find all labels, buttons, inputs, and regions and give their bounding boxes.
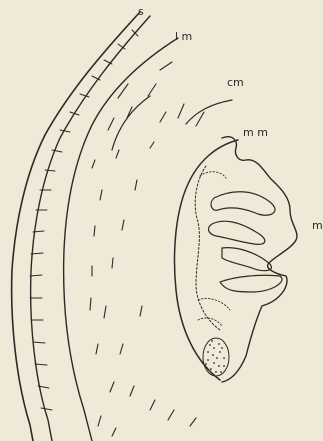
outer-wall-outer-contour	[12, 12, 140, 441]
muscle-fibre-marks	[90, 62, 204, 436]
crypt-outlines	[198, 172, 230, 326]
mucosal-fold-1	[211, 192, 275, 216]
label-m: m	[312, 219, 323, 232]
longitudinal-muscle-boundary	[64, 38, 178, 441]
mucosal-fold-2	[209, 221, 265, 244]
label-lm: l m	[175, 30, 192, 43]
mucosal-fold-4	[220, 275, 282, 292]
wall-texture-marks	[30, 30, 138, 410]
circular-muscle-inner-boundary	[112, 96, 232, 150]
mucosa-inner-line	[195, 166, 220, 330]
lymphoid-nodule-stipple	[203, 338, 229, 376]
mucosa-outline	[222, 137, 297, 382]
outer-wall-inner-contour	[31, 16, 150, 441]
label-s: s	[138, 5, 144, 18]
mucosal-fold-3	[222, 248, 271, 271]
label-cm: cm	[227, 76, 244, 89]
label-mm: m m	[243, 126, 268, 139]
